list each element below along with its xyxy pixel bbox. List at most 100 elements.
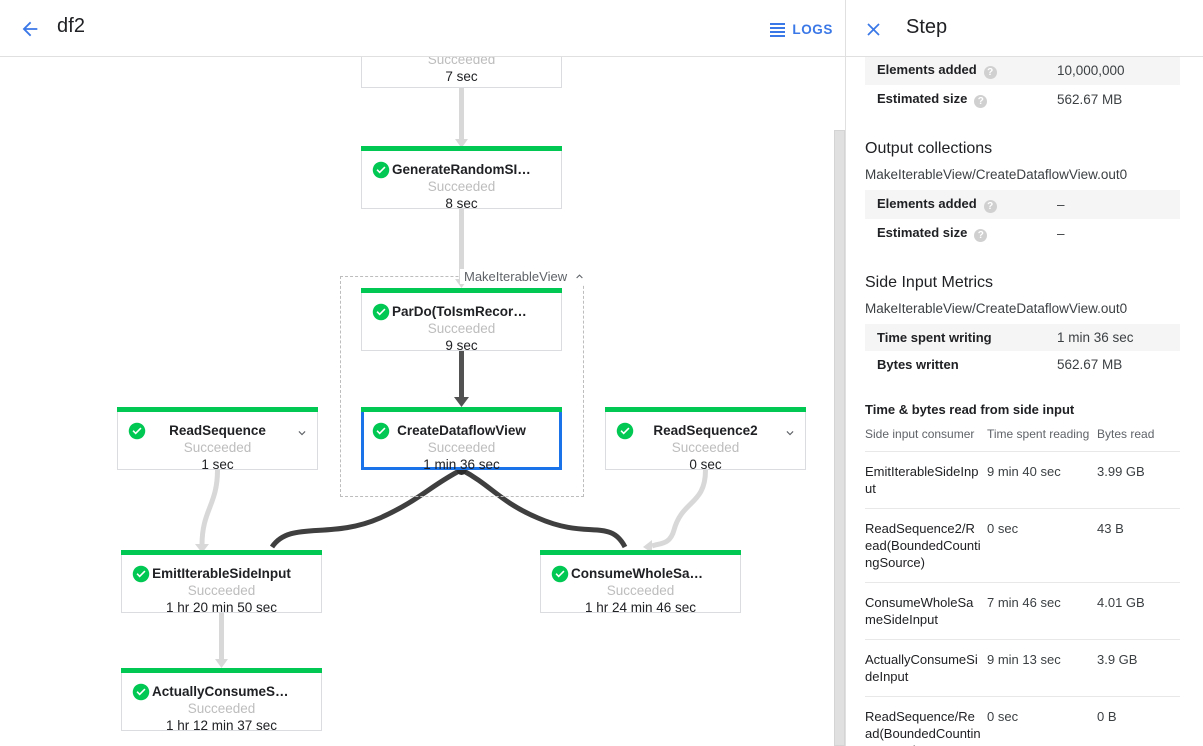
list-icon (770, 22, 786, 38)
check-circle-icon (132, 683, 150, 701)
table-row: Estimated size? – (865, 219, 1180, 248)
side-input-read-title: Time & bytes read from side input (865, 402, 1075, 417)
metric-label: Elements added? (865, 190, 1057, 219)
node-name: EmitIterableSideInput (152, 566, 291, 581)
node-duration: 0 sec (689, 457, 722, 472)
node-status: Succeeded (187, 701, 256, 716)
side-input-time: 0 sec (987, 508, 1097, 583)
column-header-bytes: Bytes read (1097, 423, 1180, 452)
check-circle-icon (132, 565, 150, 583)
node-name: ConsumeWholeSameSi… (571, 566, 736, 581)
help-icon[interactable]: ? (983, 66, 997, 79)
graph-node-actually-consume-side-input[interactable]: ActuallyConsumeSideI… Succeeded 1 hr 12 mi… (121, 668, 322, 733)
node-status: Succeeded (187, 583, 256, 598)
node-name: ActuallyConsumeSideI… (152, 684, 312, 699)
node-duration: 7 sec (445, 69, 478, 84)
help-icon[interactable]: ? (983, 200, 997, 213)
node-status-bar (361, 146, 562, 151)
graph-scrollbar-thumb[interactable] (834, 130, 845, 746)
node-status-bar (605, 407, 806, 412)
node-status: Succeeded (427, 57, 496, 67)
metric-label: Elements added? (865, 57, 1057, 85)
side-input-consumer: ConsumeWholeSameSideInput (865, 582, 987, 640)
help-icon[interactable]: ? (974, 95, 988, 108)
chevron-down-icon[interactable] (783, 426, 797, 440)
back-arrow-icon[interactable] (14, 13, 46, 45)
graph-node-top-clipped[interactable]: Succeeded 7 sec (361, 57, 562, 88)
logs-button[interactable]: LOGS (770, 16, 833, 42)
metric-value: 1 min 36 sec (1057, 330, 1134, 345)
step-panel-body[interactable]: .out0 Elements added? 10,000,000 Estimat… (846, 57, 1203, 746)
table-row: Bytes written 562.67 MB (865, 351, 1180, 378)
node-name: CreateDataflowView (397, 423, 526, 438)
chevron-down-icon[interactable] (295, 426, 309, 440)
node-duration: 1 hr 24 min 46 sec (584, 600, 697, 615)
side-input-consumer: ReadSequence/Read(BoundedCountingSource) (865, 696, 987, 746)
logs-button-label: LOGS (792, 21, 833, 37)
node-duration: 1 hr 12 min 37 sec (165, 718, 278, 733)
node-status-bar (540, 550, 741, 555)
step-panel-header: Step (846, 0, 1203, 57)
check-circle-icon (551, 565, 569, 583)
metric-value: 562.67 MB (1057, 357, 1123, 372)
chevron-up-icon[interactable] (573, 270, 586, 283)
check-circle-icon (372, 161, 390, 179)
table-row: ReadSequence/Read(BoundedCountingSource)… (865, 696, 1180, 746)
node-name: ReadSequence2 (653, 423, 758, 438)
check-circle-icon (372, 422, 390, 440)
output-collections-heading: Output collections (865, 140, 993, 157)
metric-label: Estimated size? (865, 219, 1057, 248)
side-input-time: 9 min 13 sec (987, 639, 1097, 697)
close-icon[interactable] (858, 14, 888, 44)
side-input-consumer: ReadSequence2/Read(BoundedCountingSource… (865, 508, 987, 583)
metric-value: – (1057, 226, 1065, 241)
table-header-row: Side input consumer Time spent reading B… (865, 423, 1180, 452)
side-input-read-table: Side input consumer Time spent reading B… (865, 423, 1180, 746)
side-input-time: 7 min 46 sec (987, 582, 1097, 640)
side-input-bytes: 3.99 GB (1097, 451, 1180, 509)
node-status: Succeeded (427, 179, 496, 194)
node-status-bar (117, 407, 318, 412)
node-name: ReadSequence (169, 423, 266, 438)
node-status-bar (121, 550, 322, 555)
node-name: ParDo(ToIsmRecordFor… (392, 304, 557, 319)
metric-value: – (1057, 197, 1065, 212)
check-circle-icon (616, 422, 634, 440)
node-status-bar (361, 407, 562, 412)
column-header-time: Time spent reading (987, 423, 1097, 452)
side-input-metrics-table: Time spent writing 1 min 36 sec Bytes wr… (865, 324, 1180, 378)
composite-label-text: MakeIterableView (464, 269, 568, 284)
metric-value: 562.67 MB (1057, 92, 1123, 107)
side-input-bytes: 43 B (1097, 508, 1180, 583)
help-icon[interactable]: ? (974, 229, 988, 242)
graph-vertical-scrollbar[interactable] (833, 57, 846, 746)
column-header-consumer: Side input consumer (865, 423, 987, 452)
check-circle-icon (372, 303, 390, 321)
job-name: df2 (57, 15, 86, 37)
composite-node-label[interactable]: MakeIterableView (460, 269, 591, 284)
side-input-time: 0 sec (987, 696, 1097, 746)
table-row: Elements added? 10,000,000 (865, 57, 1180, 85)
node-status: Succeeded (183, 440, 252, 455)
job-graph-pane: df2 LOGS (0, 13, 846, 746)
step-panel-scroll-content: .out0 Elements added? 10,000,000 Estimat… (846, 57, 1203, 746)
top-metrics-table: Elements added? 10,000,000 Estimated siz… (865, 57, 1180, 114)
side-input-time: 9 min 40 sec (987, 451, 1097, 509)
side-input-bytes: 4.01 GB (1097, 582, 1180, 640)
node-name: GenerateRandomSIData (392, 162, 547, 177)
metric-value: 10,000,000 (1057, 63, 1125, 78)
table-row: Elements added? – (865, 190, 1180, 219)
